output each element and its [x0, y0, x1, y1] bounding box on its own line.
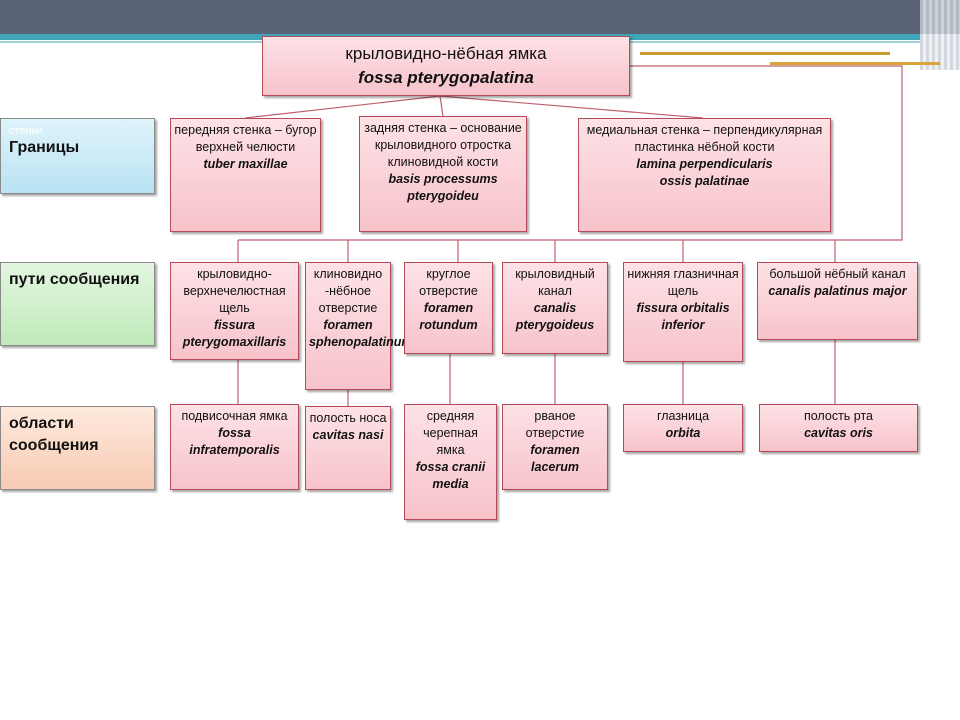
area-nasal-cavity: полость носа cavitas nasi — [305, 406, 391, 490]
wall-medial-ru: медиальная стенка – перпендикулярная пла… — [586, 123, 823, 154]
label-areas: области сообщения — [0, 406, 155, 490]
wall-medial-lat-2: ossis palatinae — [659, 174, 750, 188]
label-borders-ghost: стенки — [9, 125, 43, 137]
area-lacerum: рваное отверстие foramen lacerum — [502, 404, 608, 490]
path-sphenopalatine: клиновидно -нёбное отверстие foramen sph… — [305, 262, 413, 390]
area-1-lat: cavitas nasi — [312, 428, 384, 442]
path-palatine-canal: большой нёбный канал canalis palatinus m… — [757, 262, 918, 340]
wall-posterior-lat: basis processums pterygoideu — [388, 172, 498, 203]
area-5-lat: cavitas oris — [804, 426, 873, 440]
area-4-ru: глазница — [656, 409, 710, 423]
area-3-ru: рваное отверстие — [525, 409, 585, 440]
label-borders-text: Границы — [9, 139, 80, 156]
area-1-ru: полость носа — [309, 411, 387, 425]
path-pterygomaxillary: крыловидно-верхнечелюстная щель fissura … — [170, 262, 299, 360]
area-infratemporal: подвисочная ямка fossa infratemporalis — [170, 404, 299, 490]
wall-medial: медиальная стенка – перпендикулярная пла… — [578, 118, 831, 232]
path-1-ru: клиновидно -нёбное отверстие — [313, 267, 383, 315]
area-5-ru: полость рта — [803, 409, 873, 423]
area-0-ru: подвисочная ямка — [181, 409, 288, 423]
area-3-lat: foramen lacerum — [530, 443, 580, 474]
wall-anterior-lat: tuber maxillae — [203, 157, 288, 171]
title-box: крыловидно-нёбная ямка fossa pterygopala… — [262, 36, 630, 96]
wall-medial-lat-1: lamina perpendicularis — [636, 157, 773, 171]
path-1-lat: foramen sphenopalatinum — [309, 318, 413, 349]
path-0-lat: fissura pterygomaxillaris — [182, 318, 287, 349]
area-orbit: глазница orbita — [623, 404, 743, 452]
path-orbital-fissure: нижняя глазничная щель fissura orbitalis… — [623, 262, 743, 362]
path-4-ru: нижняя глазничная щель — [627, 267, 739, 298]
path-5-lat: canalis palatinus major — [768, 284, 907, 298]
top-banner — [0, 0, 960, 34]
path-pterygoid-canal: крыловидный канал canalis pterygoideus — [502, 262, 608, 354]
wall-anterior: передняя стенка – бугор верхней челюсти … — [170, 118, 321, 232]
area-2-ru: средняя черепная ямка — [423, 409, 478, 457]
title-lat: fossa pterygopalatina — [358, 68, 534, 87]
gold-accent-line-2 — [770, 62, 940, 65]
label-paths: пути сообщения — [0, 262, 155, 346]
path-rotundum: круглое отверстие foramen rotundum — [404, 262, 493, 354]
area-2-lat: fossa cranii media — [415, 460, 486, 491]
wall-posterior-ru: задняя стенка – основание крыловидного о… — [364, 121, 522, 169]
path-3-lat: canalis pterygoideus — [515, 301, 595, 332]
area-middle-cranial: средняя черепная ямка fossa cranii media — [404, 404, 497, 520]
area-0-lat: fossa infratemporalis — [189, 426, 280, 457]
label-paths-text: пути сообщения — [9, 271, 140, 288]
banner-stripes — [920, 0, 960, 70]
path-4-lat: fissura orbitalis inferior — [636, 301, 730, 332]
path-5-ru: большой нёбный канал — [769, 267, 906, 281]
label-areas-text: области сообщения — [9, 415, 99, 454]
path-2-ru: круглое отверстие — [419, 267, 478, 298]
gold-accent-line — [640, 52, 890, 55]
label-borders: стенки Границы — [0, 118, 155, 194]
path-3-ru: крыловидный канал — [515, 267, 595, 298]
area-oral-cavity: полость рта cavitas oris — [759, 404, 918, 452]
area-4-lat: orbita — [665, 426, 701, 440]
path-0-ru: крыловидно-верхнечелюстная щель — [183, 267, 286, 315]
path-2-lat: foramen rotundum — [419, 301, 478, 332]
title-ru: крыловидно-нёбная ямка — [345, 44, 547, 63]
wall-posterior: задняя стенка – основание крыловидного о… — [359, 116, 527, 232]
wall-anterior-ru: передняя стенка – бугор верхней челюсти — [174, 123, 317, 154]
